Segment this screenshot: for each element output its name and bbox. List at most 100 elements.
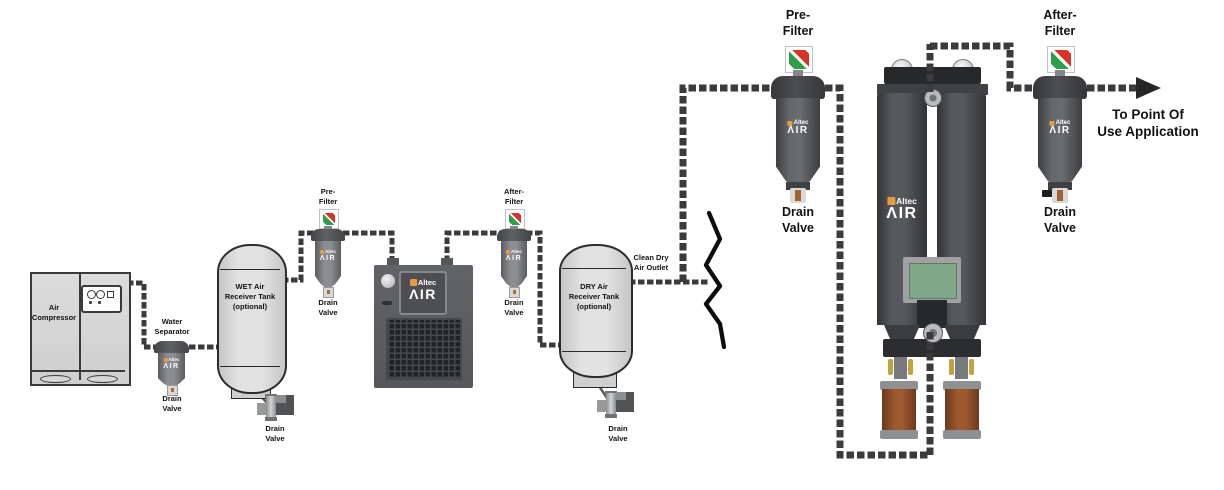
to-point-of-use-label: To Point Of Use Application	[1097, 107, 1199, 139]
pre-filter-large: Altec ΛIR	[771, 46, 825, 204]
drain-handle	[1042, 190, 1053, 197]
brass-fitting	[908, 359, 913, 375]
after-filter-label: After- Filter	[504, 187, 524, 206]
brand-badge-icon	[887, 197, 896, 206]
tower-bottom-cap	[944, 325, 980, 340]
gauge-stem	[510, 226, 518, 230]
altec-air-logo: Altec ΛIR	[163, 357, 180, 370]
altec-air-logo: Altec ΛIR	[787, 120, 809, 136]
drain-fitting	[790, 188, 806, 203]
filter-body: Altec ΛIR	[501, 241, 527, 287]
tank-weld	[220, 269, 280, 270]
pipe-break-symbol	[703, 210, 727, 350]
after-filter-small: Altec ΛIR	[497, 209, 531, 298]
filter-neck	[786, 182, 810, 190]
panel-led	[98, 301, 101, 304]
valve-part	[597, 400, 607, 412]
panel-knob	[96, 290, 105, 299]
filter-body: Altec ΛIR	[776, 98, 820, 186]
gauge-needle	[509, 213, 521, 225]
tank-weld	[562, 268, 626, 269]
drain-fitting	[167, 385, 178, 396]
drain-valve-label: Drain Valve	[265, 424, 285, 443]
compressor-divider	[79, 274, 81, 380]
brand-badge-icon	[1049, 120, 1055, 126]
drain-fitting	[509, 287, 520, 298]
brass-fitting	[888, 359, 893, 375]
condenser-grille	[386, 318, 462, 380]
gauge-stem	[1055, 70, 1065, 77]
drain-valve-label: Drain Valve	[318, 298, 338, 317]
drain-valve-label: Drain Valve	[782, 205, 814, 235]
pressure-gauge	[785, 46, 813, 73]
pressure-gauge	[1047, 46, 1075, 73]
valve-part	[265, 417, 277, 421]
valve-part	[266, 396, 276, 419]
water-separator: Altec ΛIR	[154, 341, 189, 396]
valve-part	[257, 403, 267, 415]
brand-badge-icon	[409, 279, 417, 287]
filter-neck	[1048, 182, 1072, 190]
wet-tank-label: WET Air Receiver Tank (optional)	[224, 282, 276, 311]
gauge-needle	[789, 50, 809, 69]
brand-panel: Altec ΛIR	[399, 271, 447, 315]
drain-valve-label: Drain Valve	[162, 394, 182, 413]
pipe-compressor-to-wet-tank	[127, 280, 217, 350]
filter-cap	[311, 229, 345, 241]
prefilter-cartridge-cap	[880, 430, 918, 439]
panel-knob	[87, 290, 96, 299]
fitting-stem	[955, 357, 968, 379]
refrigerated-dryer: Altec ΛIR	[374, 258, 473, 388]
filter-cap	[1033, 76, 1087, 99]
drain-core	[795, 190, 801, 201]
prefilter-cartridge-cap	[880, 381, 918, 390]
brass-fitting	[949, 359, 954, 375]
altec-air-logo: Altec ΛIR	[505, 249, 523, 262]
tower-bottom-cap	[884, 325, 920, 340]
desiccant-dryer: Altec ΛIR	[877, 42, 988, 440]
brass-fitting	[969, 359, 974, 375]
gauge-stem	[324, 226, 332, 230]
pre-filter-small: Altec ΛIR	[311, 209, 345, 298]
compressor-vent	[87, 375, 118, 383]
valve-part	[276, 395, 286, 403]
prefilter-cartridge-cap	[943, 381, 981, 390]
wet-tank-drain-valve	[255, 393, 295, 421]
altec-air-logo: Altec ΛIR	[319, 249, 337, 262]
after-filter-label: After- Filter	[1043, 8, 1077, 38]
vent-slot	[382, 301, 392, 305]
drain-valve-label: Drain Valve	[504, 298, 524, 317]
pipe-to-desiccant-dryer	[679, 84, 930, 459]
prefilter-cartridge-cap	[943, 430, 981, 439]
gauge-stem	[793, 70, 803, 77]
valve-part	[616, 392, 634, 412]
compressor-base	[32, 370, 125, 384]
valve-part	[616, 392, 626, 400]
fitting-stem	[894, 357, 907, 379]
drain-valve-label: Drain Valve	[1044, 205, 1076, 235]
pressure-gauge	[319, 209, 339, 229]
altec-air-logo: Altec ΛIR	[409, 278, 437, 302]
after-filter-large: Altec ΛIR	[1033, 46, 1087, 204]
clean-dry-outlet-label: Clean Dry Air Outlet	[633, 253, 669, 272]
water-separator-label: Water Separator	[154, 317, 190, 336]
pre-filter-label: Pre- Filter	[782, 8, 814, 38]
drain-valve-label: Drain Valve	[608, 424, 628, 443]
brand-badge-icon	[787, 120, 793, 126]
valve-part	[605, 414, 617, 418]
fan-circle	[381, 274, 395, 288]
drain-fitting	[323, 287, 334, 298]
altec-air-logo: Altec ΛIR	[1049, 120, 1071, 136]
dryer-cabinet: Altec ΛIR	[374, 265, 473, 388]
compressor-vent	[40, 375, 71, 383]
dry-tank-label: DRY Air Receiver Tank (optional)	[568, 282, 620, 311]
pipe-wet-tank-to-dryer	[282, 230, 395, 283]
panel-led	[89, 301, 92, 304]
dryer-outlet-stub	[441, 258, 453, 267]
pipe-desiccant-to-after-filter	[930, 42, 1034, 92]
gauge-needle	[1051, 50, 1071, 69]
top-center-fitting	[924, 89, 942, 107]
bottom-center-fitting	[923, 323, 943, 343]
filter-cap	[771, 76, 825, 99]
